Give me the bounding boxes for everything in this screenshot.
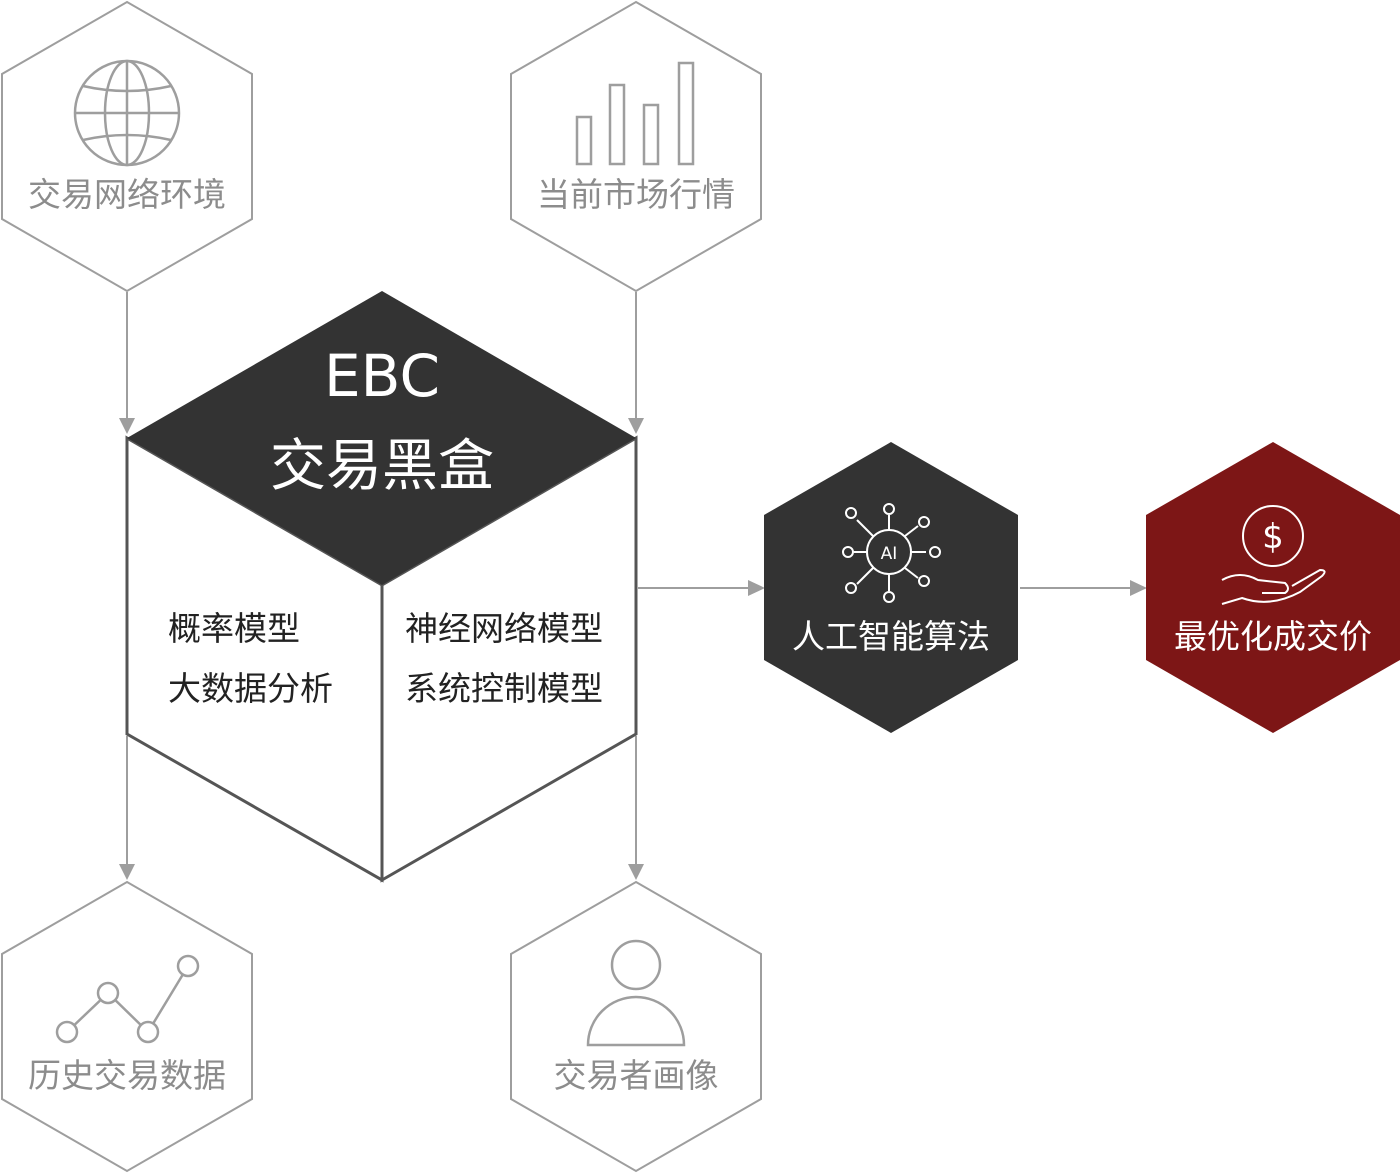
arrowhead-down	[119, 418, 135, 434]
hexagon-shape	[1146, 442, 1400, 733]
arrowhead-down	[628, 864, 644, 880]
hex-history-data: 历史交易数据	[1, 880, 253, 1173]
cube-right-item: 神经网络模型	[405, 609, 603, 648]
cube-title-blackbox: 交易黑盒	[270, 434, 494, 499]
dollar-hand-icon	[1221, 505, 1326, 605]
cube-top-face	[127, 291, 636, 585]
user-icon	[586, 939, 686, 1047]
hex-history-label: 历史交易数据	[28, 1056, 226, 1095]
hex-market-label: 当前市场行情	[537, 175, 735, 214]
line-chart-icon	[55, 954, 200, 1044]
cube-left-item: 大数据分析	[168, 669, 333, 708]
ebc-blackbox-cube: EBC 交易黑盒 概率模型 大数据分析 神经网络模型 系统控制模型	[125, 291, 638, 883]
hexagon-shape	[1, 880, 253, 1173]
arrowhead-right	[1130, 580, 1147, 596]
globe-icon	[73, 59, 181, 167]
hexagon-shape	[510, 880, 762, 1173]
hex-ai-label: 人工智能算法	[792, 617, 990, 656]
hex-ai-algorithm: AI 人工智能算法	[764, 442, 1018, 733]
ai-network-icon	[842, 503, 941, 603]
arrowhead-down	[628, 418, 644, 434]
hexagon-shape	[764, 442, 1018, 733]
cube-right-item: 系统控制模型	[405, 669, 603, 708]
hex-output-label: 最优化成交价	[1174, 617, 1372, 656]
connector-arrows	[119, 292, 1147, 880]
hex-profile-label: 交易者画像	[554, 1056, 719, 1095]
dollar-icon-text: $	[1262, 517, 1284, 557]
bar-chart-icon	[575, 61, 695, 166]
hex-network-environment: 交易网络环境	[1, 0, 253, 293]
hex-optimal-price: $ 最优化成交价	[1146, 442, 1400, 733]
ai-icon-text: AI	[881, 544, 898, 564]
hex-network-label: 交易网络环境	[28, 175, 226, 214]
cube-title-ebc: EBC	[324, 342, 440, 410]
cube-left-item: 概率模型	[168, 609, 300, 648]
hexagon-shape	[510, 0, 762, 293]
hex-trader-profile: 交易者画像	[510, 880, 762, 1173]
hex-market-conditions: 当前市场行情	[510, 0, 762, 293]
arrowhead-down	[119, 864, 135, 880]
arrowhead-right	[748, 580, 765, 596]
